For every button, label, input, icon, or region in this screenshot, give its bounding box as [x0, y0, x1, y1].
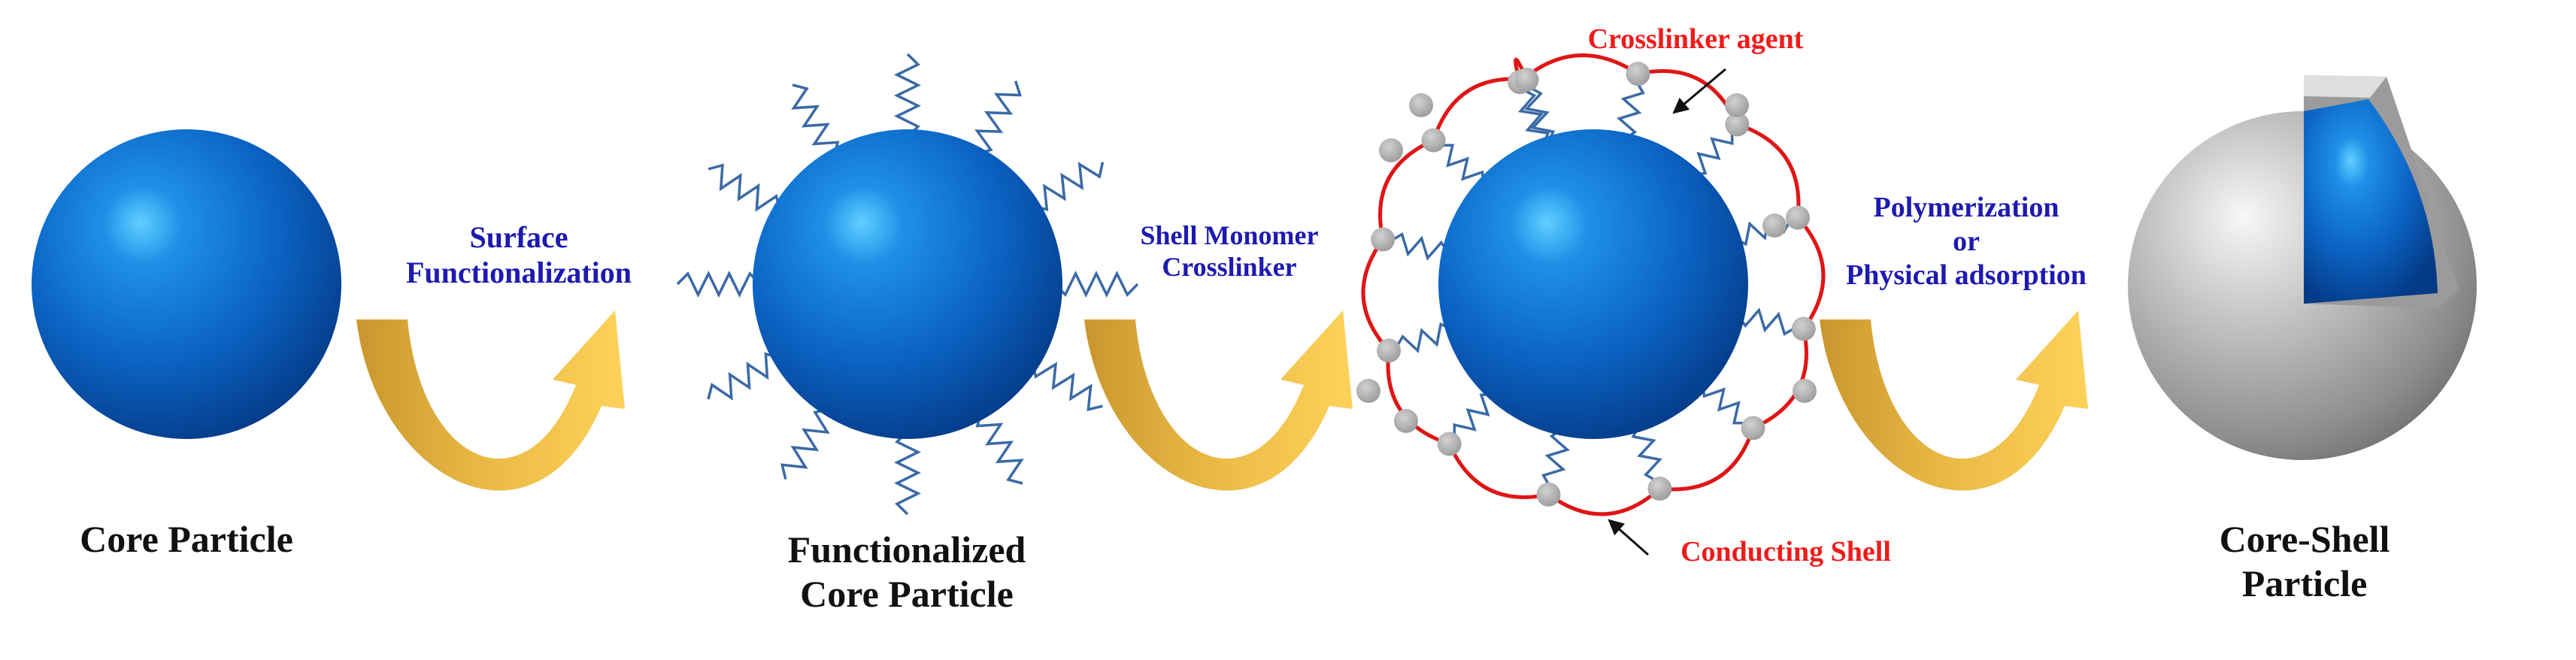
monomer-dot [1377, 338, 1401, 363]
crosslinker-link [1796, 216, 1826, 331]
crosslinker-link [1378, 138, 1435, 241]
process-arrow-1 [356, 310, 625, 491]
step2-line1: Shell Monomer [1140, 220, 1319, 250]
monomer-dot [1371, 227, 1396, 252]
functional-chain [1053, 271, 1139, 298]
monomer-chain [1518, 88, 1550, 147]
core-particle-label: Core Particle [80, 518, 293, 560]
shell-cut-top-edge [2304, 75, 2387, 98]
core-shell-line1: Core-Shell [2219, 518, 2390, 560]
step3-label: Polymerization or Physical adsorption [1808, 191, 2124, 292]
functional-chains [676, 53, 1139, 516]
functional-chain [708, 163, 781, 212]
functional-chain [707, 352, 780, 401]
monomer-chain [1631, 423, 1662, 483]
monomer-dot [1786, 205, 1810, 230]
monomer-dot [1394, 409, 1418, 433]
crosslinker-pointer [1672, 68, 1726, 114]
monomer-dot [1514, 68, 1539, 92]
monomer-dot [1421, 128, 1446, 153]
functional-chain [791, 83, 840, 157]
monomer-chain [1453, 392, 1496, 439]
monomer-chain [1394, 322, 1454, 353]
monomer-dot [1626, 62, 1650, 86]
monomer-dot [1793, 379, 1817, 403]
crosslinker-agent-label: Crosslinker agent [1587, 23, 1804, 55]
functional-chain [894, 53, 921, 138]
functional-chain [1031, 362, 1103, 411]
monomer-dot [1409, 93, 1433, 117]
monomer-coated-core-sphere [1438, 129, 1748, 439]
monomer-dot [1725, 112, 1750, 137]
monomer-dot [1741, 416, 1765, 441]
monomer-chain [1541, 427, 1570, 488]
monomer-chain [1691, 129, 1734, 177]
monomer-chain [1736, 307, 1797, 336]
crosslinker-link [1636, 69, 1739, 126]
monomer-dot [1762, 213, 1787, 238]
monomer-chain [1524, 85, 1556, 145]
step3-line1: Polymerization [1873, 192, 2059, 223]
functionalized-line1: Functionalized [787, 528, 1026, 571]
process-arrow-2 [1084, 310, 1353, 491]
crosslinker-link [1547, 486, 1662, 516]
crosslinker-link [1361, 238, 1391, 353]
functionalized-core-sphere [753, 129, 1062, 439]
inner-core-sector [2304, 99, 2438, 304]
monomer-dot [1791, 316, 1816, 341]
monomer-dots [1356, 62, 1817, 507]
process-arrow-3 [1820, 310, 2088, 491]
step2-line2: Crosslinker [1162, 252, 1297, 283]
core-shell-line2: Particle [2241, 562, 2368, 604]
step1-label: Surface Functionalization [372, 219, 665, 290]
step1-line2: Functionalization [405, 256, 632, 290]
conducting-shell-pointer [1608, 519, 1649, 556]
monomer-dot [1379, 138, 1403, 162]
crosslinker-link [1735, 123, 1801, 220]
monomer-chain [1701, 382, 1748, 425]
step1-line1: Surface [469, 220, 568, 254]
crosslinker-link [1447, 442, 1550, 499]
crosslinker-link [1386, 348, 1452, 446]
functionalized-line2: Core Particle [800, 573, 1014, 615]
functional-chain [894, 430, 921, 516]
step2-label: Shell Monomer Crosslinker [1094, 219, 1365, 283]
monomer-chain [1617, 80, 1645, 141]
crosslinker-link [1751, 327, 1808, 430]
monomer-dot [1647, 477, 1672, 501]
functional-chain [975, 411, 1024, 485]
core-particle-sphere [32, 129, 341, 439]
step3-line2: or [1953, 225, 1980, 257]
monomer-chain [1438, 144, 1486, 186]
monomer-dot [1725, 93, 1749, 117]
monomer-dot [1437, 431, 1462, 456]
step3-line3: Physical adsorption [1846, 259, 2087, 291]
functional-chain [676, 271, 762, 298]
monomer-chain [1390, 232, 1450, 261]
conducting-shell-label: Conducting Shell [1680, 536, 1891, 568]
functional-chain [1032, 162, 1105, 211]
functional-chain [780, 407, 830, 480]
monomer-dot [1356, 379, 1380, 403]
monomer-dot [1536, 482, 1561, 507]
core-shell-label: Core-Shell Particle [2181, 517, 2429, 606]
monomer-chains [1390, 80, 1797, 488]
functionalized-core-label: Functionalized Core Particle [741, 528, 1072, 616]
crosslinker-link [1657, 425, 1755, 492]
functional-chain [974, 80, 1023, 156]
